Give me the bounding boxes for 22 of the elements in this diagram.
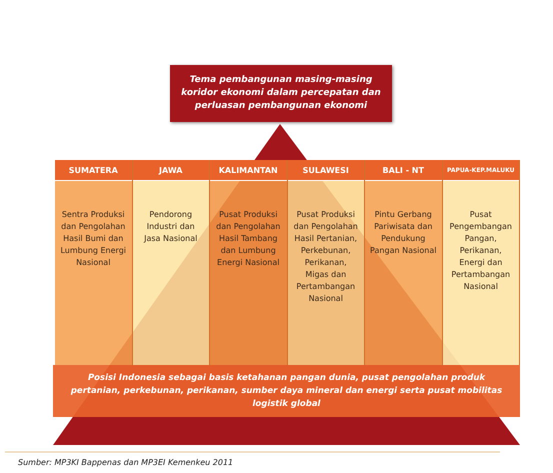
pillar-column [442, 160, 520, 365]
pillar-column [132, 160, 210, 365]
pillar-column [55, 160, 132, 365]
column-text: Pusat Pengembangan Pangan, Perikanan, Energi dan Pertambangan Nasional [448, 209, 513, 293]
band-text: Posisi Indonesia sebagai basis ketahanan pangan dunia, pusat pengolahan produk pertanian, perkebunan, perikanan, sumber daya mineral dan energi serta pusat mobilitas logistik global [70, 372, 504, 410]
column-text: Sentra Produksi dan Pengolahan Hasil Bumi dan Lumbung Energi Nasional [59, 209, 127, 269]
column-text: Pendorong Industri dan Jasa Nasional [142, 209, 198, 245]
source-caption: Sumber: MP3KI Bappenas dan MP3EI Kemenkeu 2011 [18, 458, 234, 467]
foundation-band [53, 365, 520, 417]
column-text: Pintu Gerbang Pariwisata dan Pendukung Pangan Nasional [369, 209, 438, 257]
column-text: Pusat Produksi dan Pengolahan Hasil Pertanian, Perkebunan, Perikanan, Migas dan Pertambangan Nasional [292, 209, 359, 305]
column-header: JAWA [132, 160, 209, 181]
column-header: BALI - NT [365, 160, 442, 181]
theme-box [170, 65, 392, 122]
pillar-column [288, 160, 365, 365]
pillar-column [365, 160, 442, 365]
pillar-column [210, 160, 288, 365]
column-header: SULAWESI [288, 160, 364, 181]
column-header: KALIMANTAN [210, 160, 286, 181]
theme-text: Tema pembangunan masing-masing koridor ekonomi dalam percepatan dan perluasan pembangunan ekonomi [180, 74, 382, 113]
column-text: Pusat Produksi dan Pengolahan Hasil Tambang dan Lumbung Energi Nasional [215, 209, 282, 269]
column-header: SUMATERA [55, 160, 132, 181]
